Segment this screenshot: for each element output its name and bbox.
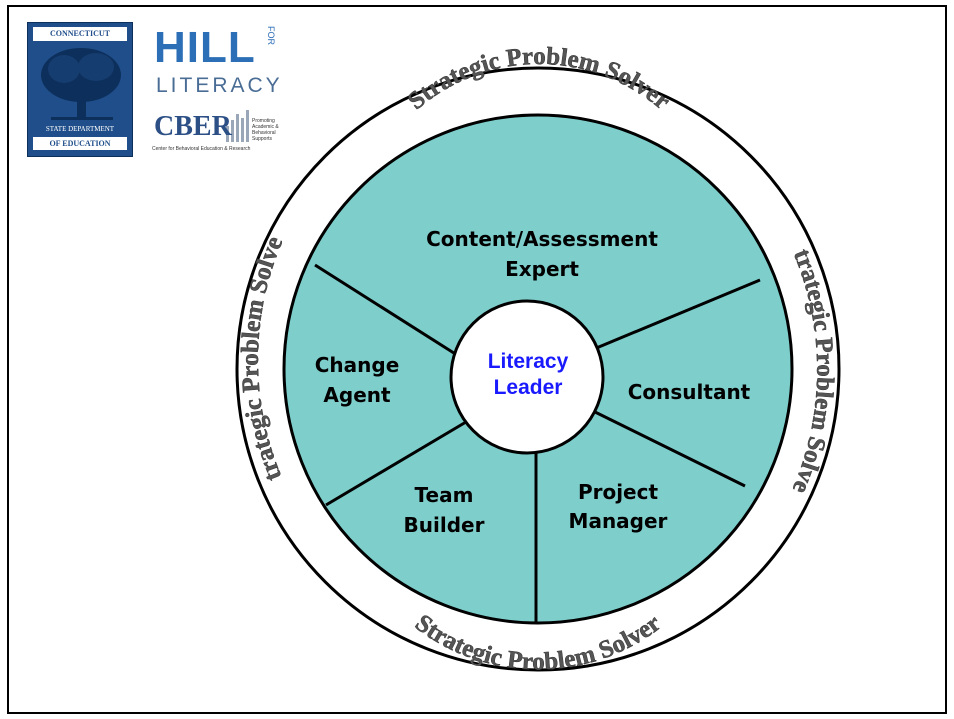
ring-label-left: Strategic Problem Solver xyxy=(0,0,288,485)
center-circle xyxy=(449,299,605,455)
ct-education-logo: CONNECTICUT STATE DEPARTMENT OF EDUCATIO… xyxy=(27,22,133,157)
cber-logo-word: CBER xyxy=(154,111,232,142)
hill-logo-word: HILL xyxy=(154,23,256,72)
spoke-line xyxy=(314,263,458,357)
segment-change-agent-line2: Agent xyxy=(323,383,391,407)
segment-change-agent-line1: Change xyxy=(315,353,400,377)
center-label-line1: Literacy xyxy=(488,350,569,373)
tree-icon xyxy=(41,48,121,120)
segment-team-builder-line2: Builder xyxy=(404,513,485,537)
segment-team-builder-line1: Team xyxy=(415,483,474,507)
ct-logo-top-text: CONNECTICUT xyxy=(33,27,127,41)
segment-content-assessment-line2: Expert xyxy=(505,257,579,281)
segment-consultant: Consultant xyxy=(628,380,751,404)
center-label-line2: Leader xyxy=(494,376,563,399)
cber-bars-icon xyxy=(226,110,249,142)
ct-logo-bottom-line2: OF EDUCATION xyxy=(33,137,127,150)
segment-project-manager-line2: Manager xyxy=(569,509,668,533)
hill-logo-for-text: FOR xyxy=(266,26,276,45)
spoke-line xyxy=(593,278,761,351)
spoke-line xyxy=(325,420,467,507)
ct-logo-bottom-line1: STATE DEPARTMENT xyxy=(45,125,115,133)
hill-logo-for: FOR xyxy=(264,26,278,47)
spoke-line xyxy=(592,409,746,488)
segment-content-assessment-line1: Content/Assessment xyxy=(426,227,658,251)
segment-project-manager-line1: Project xyxy=(578,480,659,504)
cber-logo-subtitle: Center for Behavioral Education & Resear… xyxy=(152,146,251,152)
hill-logo-literacy: LITERACY xyxy=(156,74,283,97)
ring-label-left-text: Strategic Problem Solver xyxy=(0,0,288,485)
cber-logo-tagline: Promoting Academic & Behavioral Supports xyxy=(252,118,279,142)
